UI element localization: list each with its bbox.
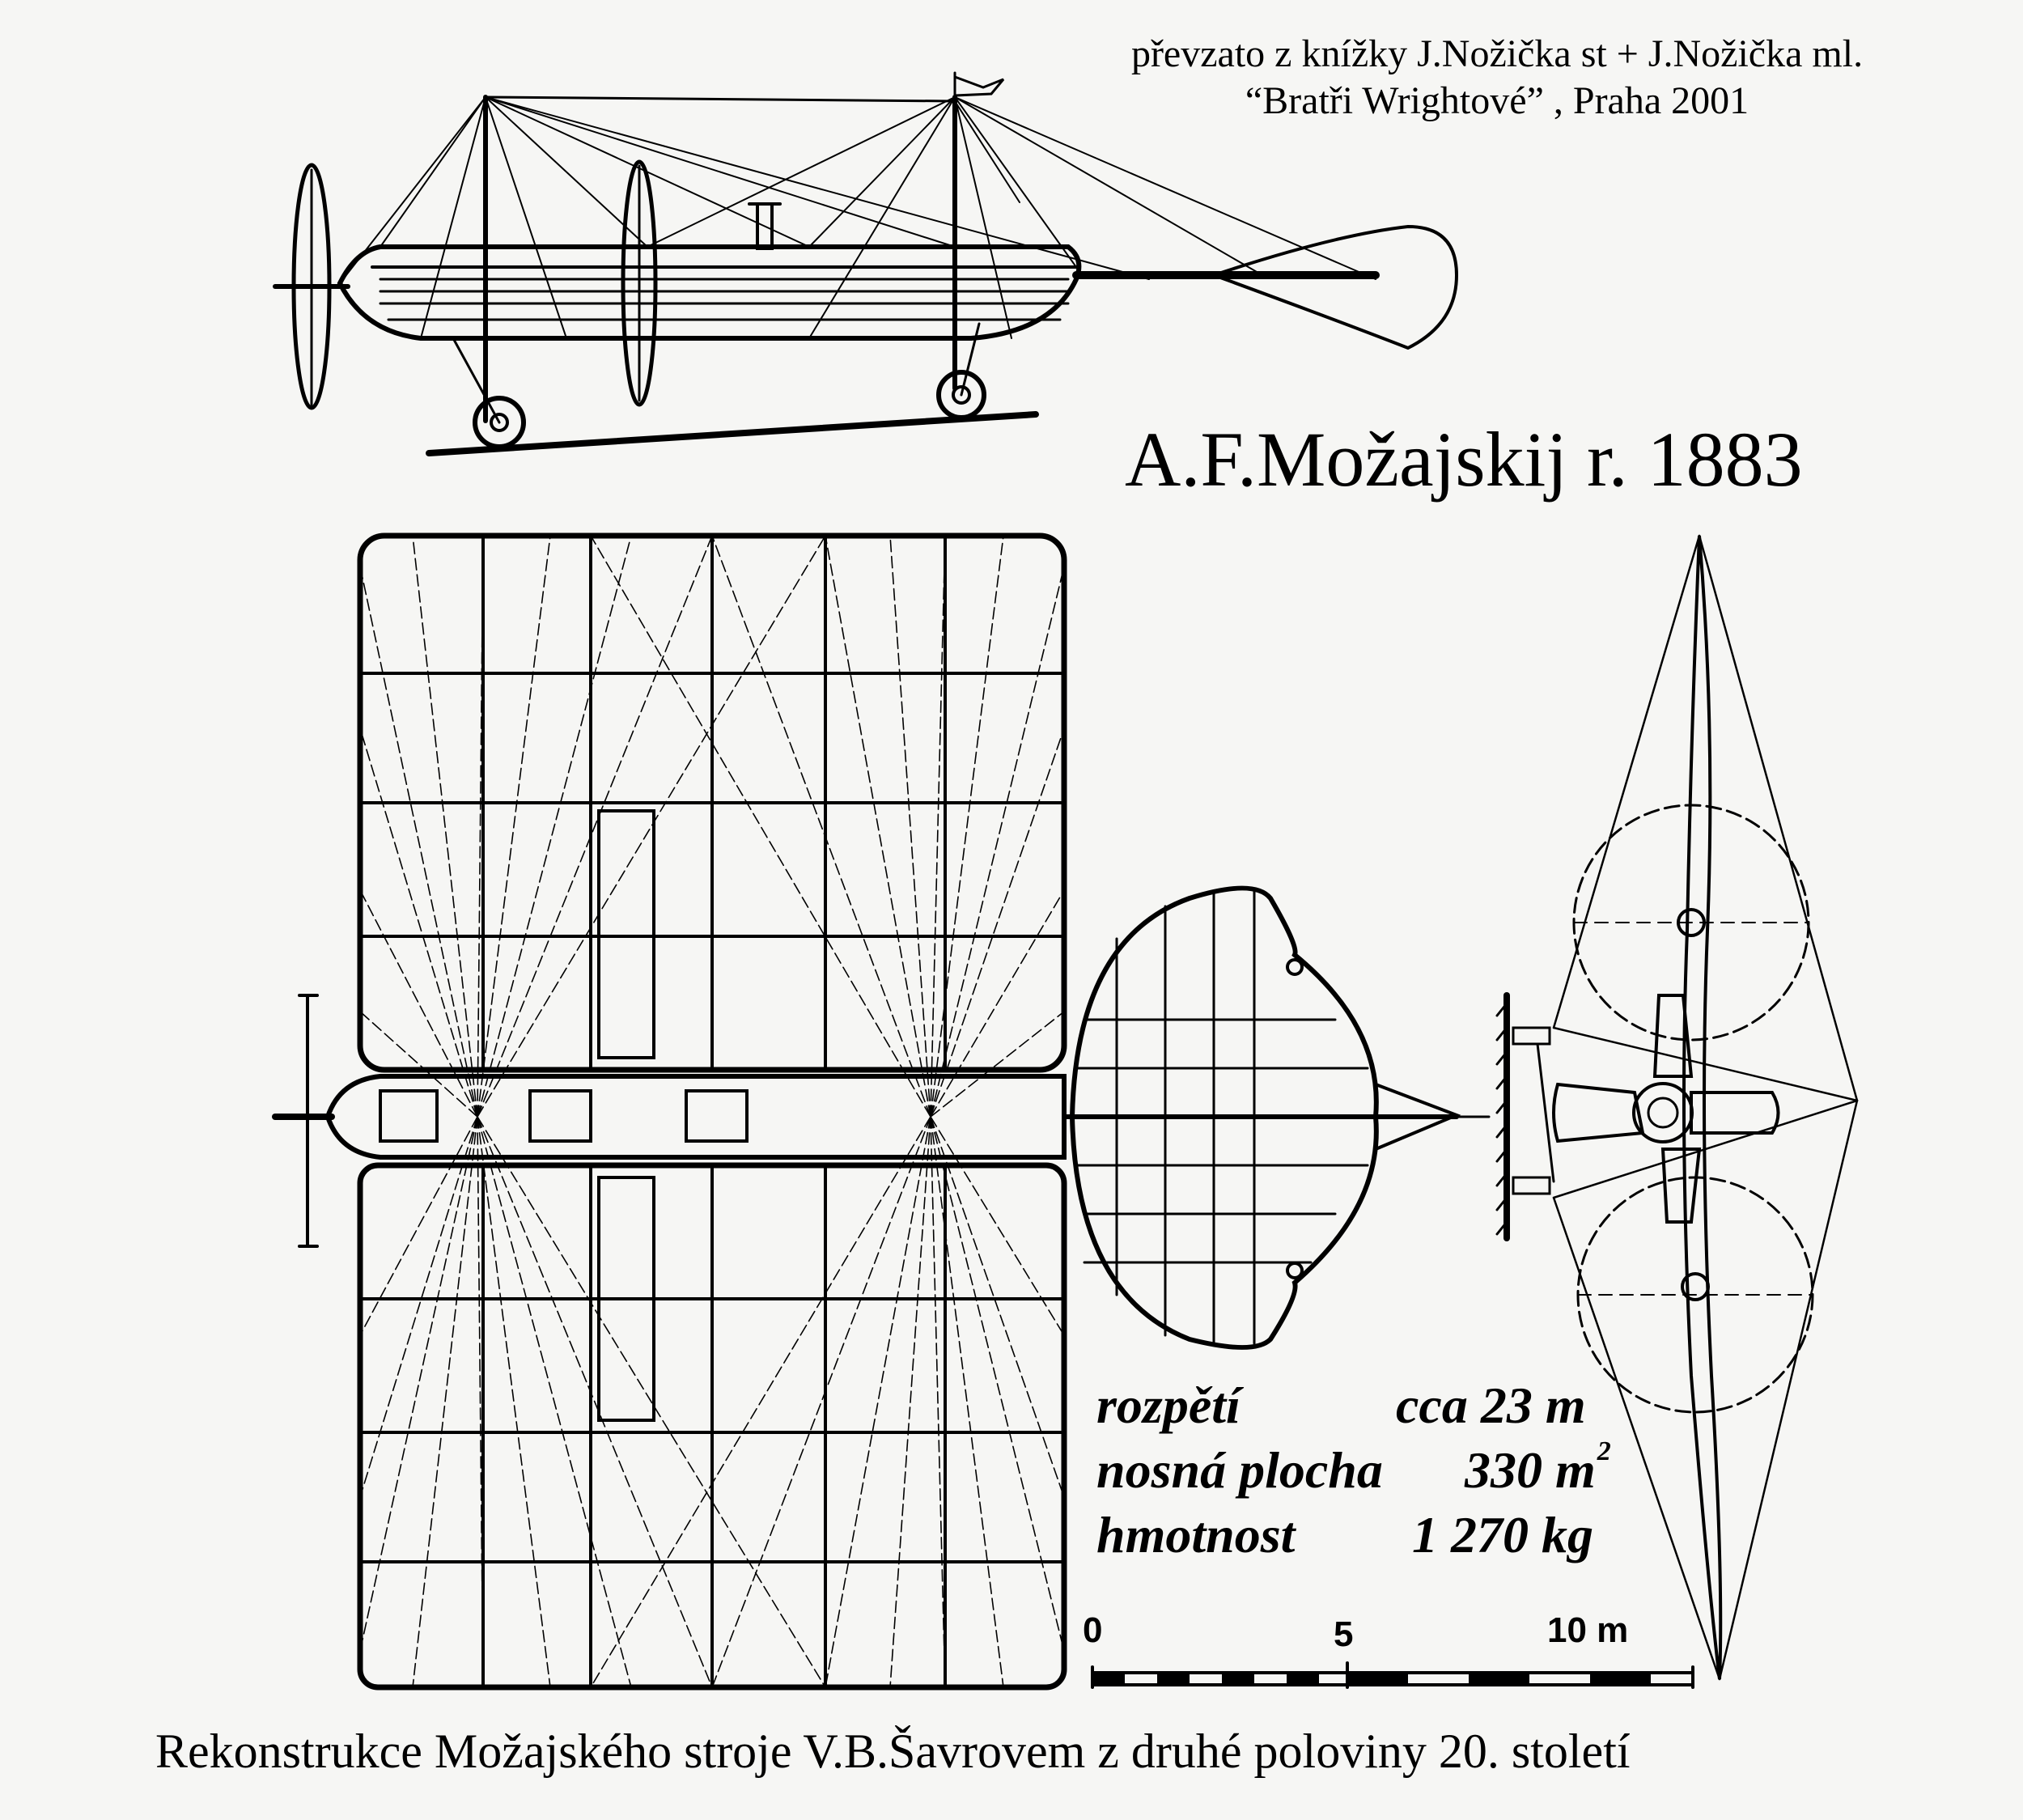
spec-value-span: cca 23 m (1396, 1377, 1586, 1434)
scale-label-5: 5 (1334, 1614, 1354, 1654)
spec-value-area-number: 330 m (1465, 1441, 1596, 1499)
plan-view (272, 532, 1491, 1691)
page-title: A.F.Možajskij r. 1883 (1125, 416, 1803, 503)
scale-bar (1091, 1661, 1694, 1689)
source-note-line2: “Bratři Wrightové” , Praha 2001 (1245, 79, 1749, 122)
scale-label-10m: 10 m (1547, 1610, 1629, 1650)
spec-value-mass: 1 270 kg (1412, 1506, 1593, 1563)
spec-label-area: nosná plocha (1096, 1441, 1383, 1499)
source-note: převzato z knížky J.Nožička st + J.Nožič… (1044, 31, 1950, 125)
source-note-line1: převzato z knížky J.Nožička st + J.Nožič… (1130, 32, 1864, 75)
figure-caption: Rekonstrukce Možajského stroje V.B.Šavro… (155, 1725, 1631, 1778)
spec-value-area-exponent: 2 (1597, 1436, 1611, 1466)
side-view (273, 71, 1459, 456)
spec-value-area: 330 m2 (1465, 1436, 1611, 1500)
spec-label-span: rozpětí (1096, 1377, 1241, 1434)
front-view (1495, 534, 1859, 1681)
scale-label-0: 0 (1083, 1610, 1103, 1650)
spec-label-mass: hmotnost (1096, 1506, 1296, 1563)
